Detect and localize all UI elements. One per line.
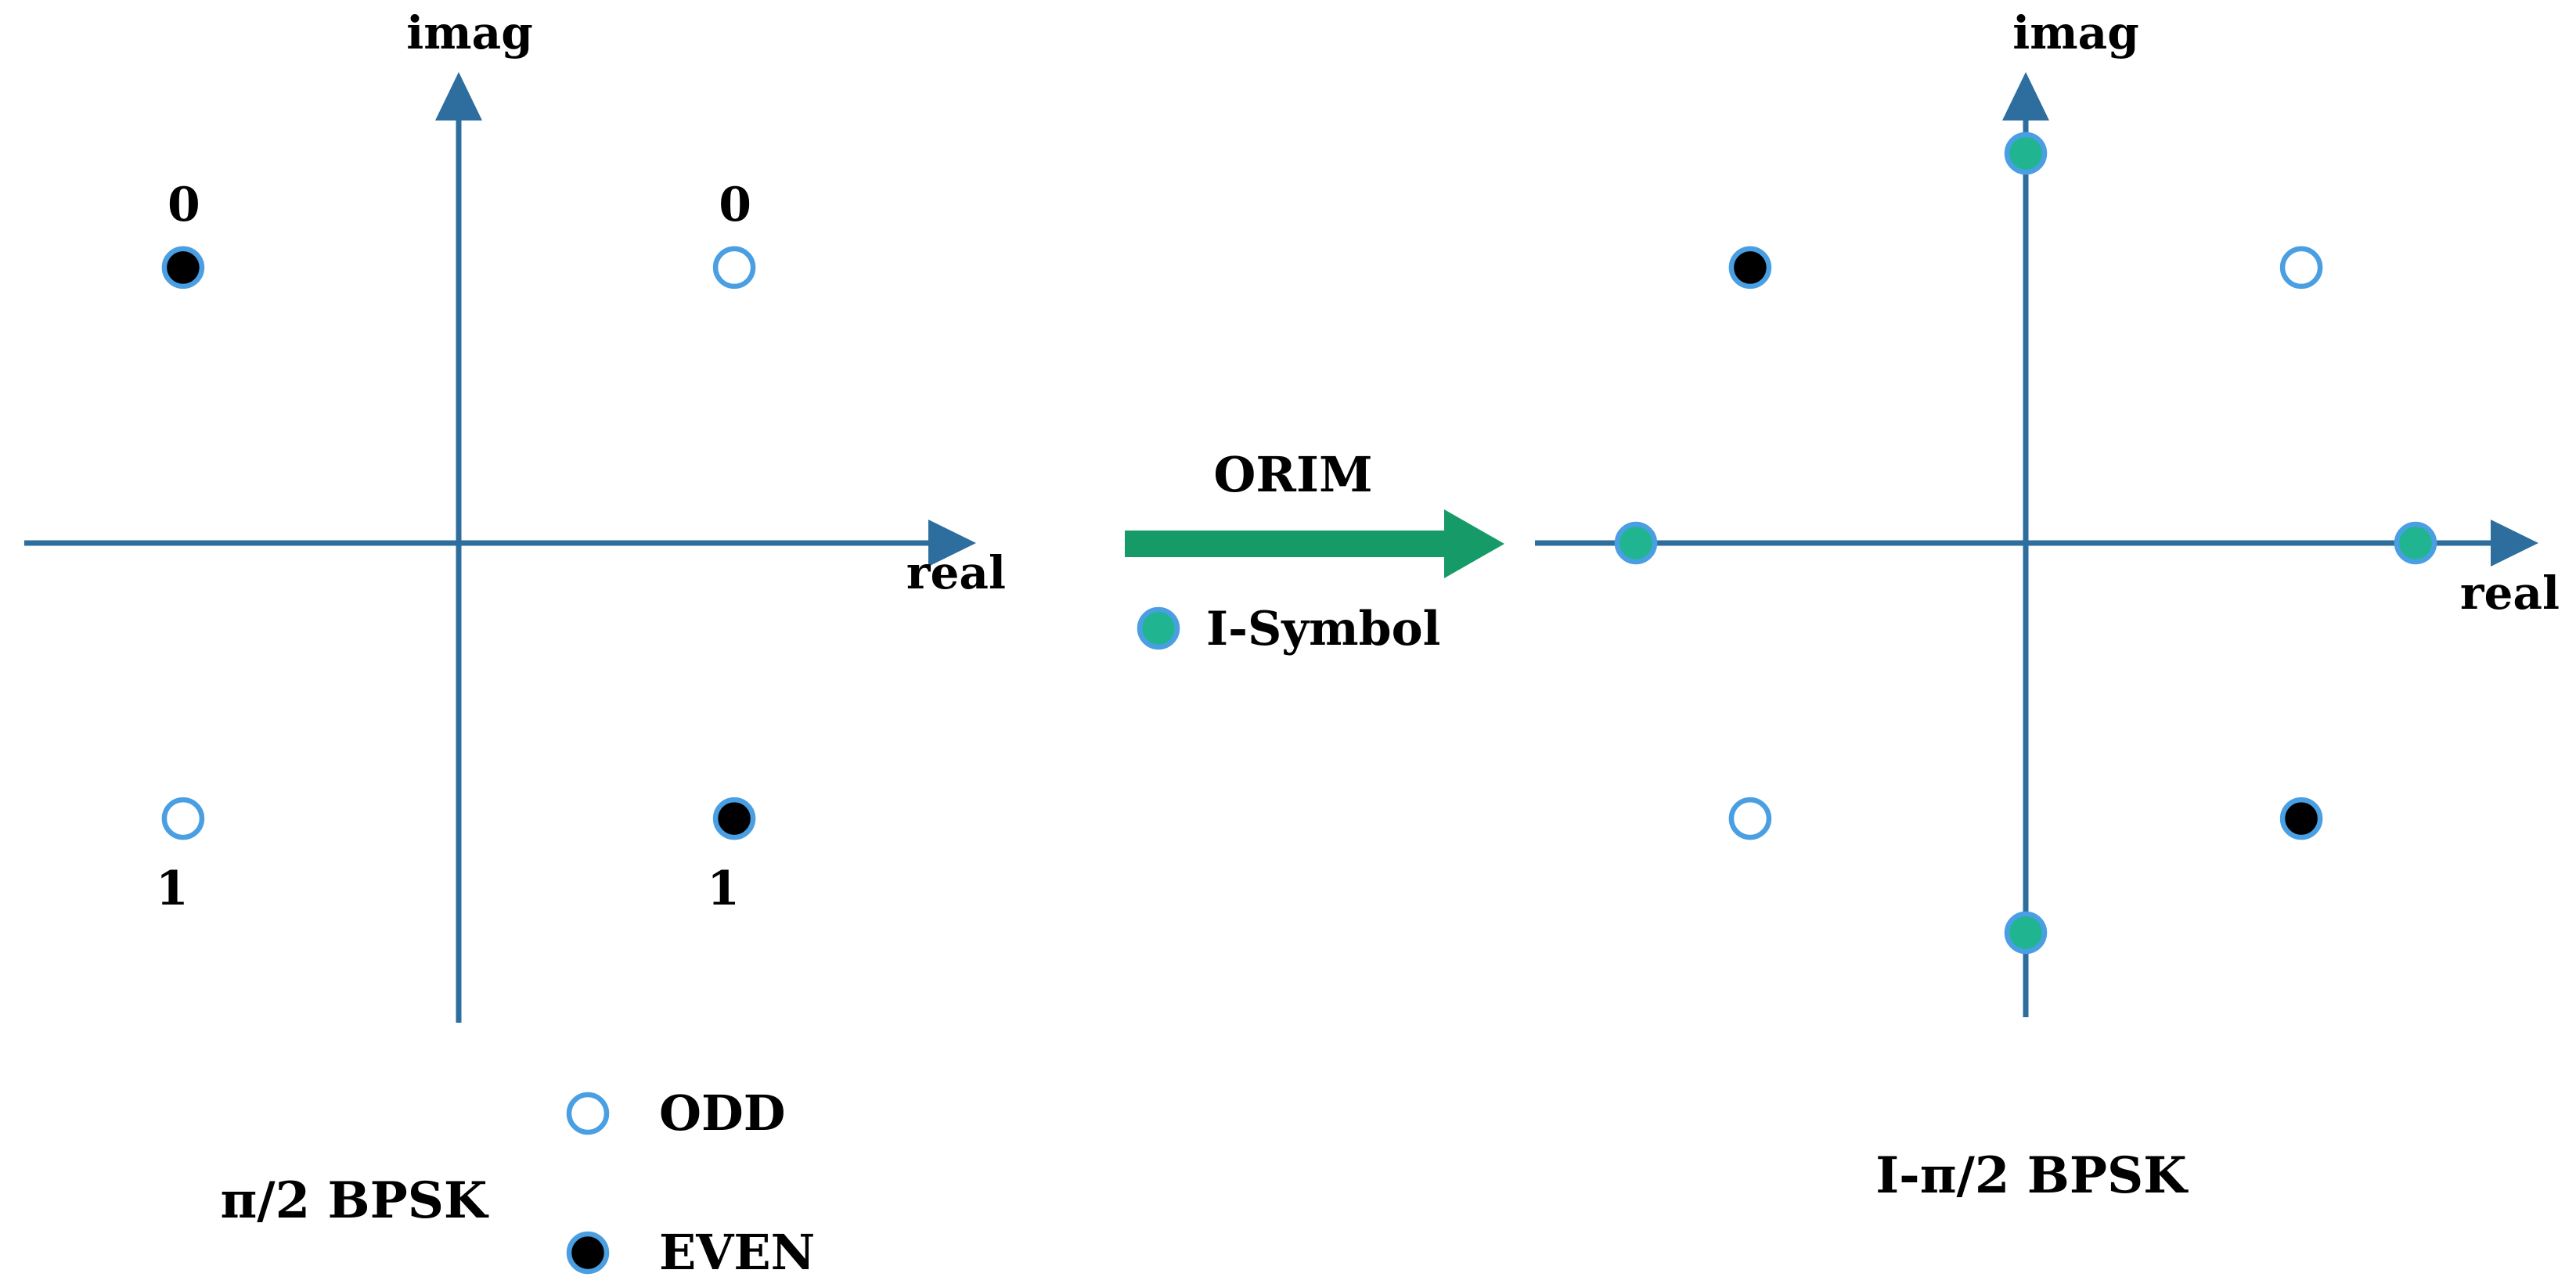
i-symbol-legend-label: I-Symbol xyxy=(1206,602,1440,656)
odd-symbol-point xyxy=(161,797,205,840)
even-legend-label: EVEN xyxy=(659,1224,815,1277)
i-symbol-point xyxy=(2004,131,2048,175)
i-symbol-point xyxy=(2004,911,2048,955)
orim-arrow-body xyxy=(1125,531,1450,557)
odd-marker-icon xyxy=(566,1092,610,1135)
i-symbol-marker-icon xyxy=(1137,606,1180,650)
bit-label: 0 xyxy=(168,178,200,232)
i-symbol-point xyxy=(1614,521,1658,565)
bit-label: 0 xyxy=(719,178,751,232)
bit-label: 1 xyxy=(707,862,740,916)
odd-symbol-point xyxy=(712,246,756,290)
orim-arrow-head-icon xyxy=(1444,509,1504,578)
right-plot-title: I-π/2 BPSK xyxy=(1875,1146,2189,1205)
orim-transform: ORIM I-Symbol xyxy=(1125,446,1504,656)
i-symbol-point xyxy=(2394,521,2437,565)
even-symbol-point xyxy=(1728,246,1772,290)
odd-symbol-point xyxy=(2279,246,2323,290)
right-imag-axis-label: imag xyxy=(2012,6,2139,59)
left-x-axis-arrowhead xyxy=(928,520,976,567)
odd-legend-label: ODD xyxy=(659,1085,786,1142)
bit-label: 1 xyxy=(156,862,189,916)
left-real-axis-label: real xyxy=(906,546,1006,599)
right-x-axis-arrowhead xyxy=(2491,520,2538,567)
left-plot-title: π/2 BPSK xyxy=(220,1171,488,1230)
left-imag-axis-label: imag xyxy=(406,6,533,59)
right-real-axis-label: real xyxy=(2460,567,2560,620)
left-y-axis-arrowhead xyxy=(435,72,482,121)
orim-label: ORIM xyxy=(1213,446,1372,503)
marker-legend: ODD EVEN xyxy=(566,1085,815,1277)
left-plot-points: 0 0 1 1 xyxy=(156,178,756,916)
left-plot: imag real 0 0 1 1 π/2 BPSK xyxy=(24,6,1006,1230)
right-plot-points xyxy=(1614,131,2437,955)
even-symbol-point xyxy=(161,246,205,290)
even-symbol-point xyxy=(2279,797,2323,840)
right-plot: imag real I-π/2 BPSK xyxy=(1535,6,2560,1205)
odd-symbol-point xyxy=(1728,797,1772,840)
right-y-axis-arrowhead xyxy=(2002,72,2049,121)
even-marker-icon xyxy=(566,1231,610,1275)
even-symbol-point xyxy=(712,797,756,840)
